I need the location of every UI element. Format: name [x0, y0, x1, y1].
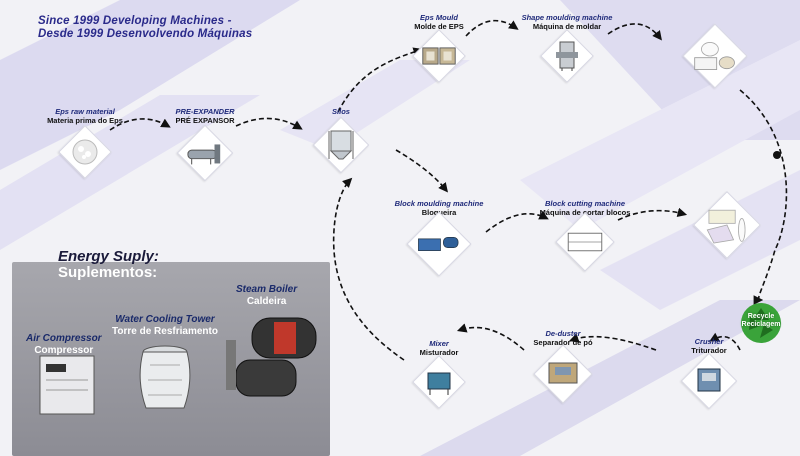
mixer-image — [412, 355, 466, 409]
eps-mould-image — [412, 29, 466, 83]
step-pre-expander: PRE-EXPANDER PRÉ EXPANSOR — [150, 107, 260, 182]
step-block-cutting-machine: Block cutting machine Máquina de cortar … — [530, 199, 640, 272]
flow-arrow — [337, 47, 424, 113]
step-mixer: Mixer Misturador — [384, 339, 494, 409]
step-title-en: De-duster — [545, 329, 581, 338]
silos-image — [312, 116, 370, 173]
bg-stripe — [420, 300, 800, 456]
step-eps-raw-material: Eps raw material Materia prima do Eps — [30, 107, 140, 179]
flow-arrow — [617, 207, 688, 221]
company-tagline: Since 1999 Developing Machines - Desde 1… — [38, 15, 252, 41]
step-title-en: PRE-EXPANDER — [175, 107, 235, 116]
step-title: Silos — [286, 107, 396, 117]
bg-stripe — [600, 170, 800, 310]
recycle-label-pt: Reciclagem — [741, 321, 781, 328]
steam-boiler-image — [226, 317, 317, 397]
pre-expander-image — [176, 124, 234, 182]
step-title-pt: Materia prima do Eps — [47, 115, 123, 125]
steam-boiler-en: Steam Boiler — [236, 284, 298, 295]
energy-supply-title: Energy Suply: Suplementos: — [58, 249, 159, 281]
de-duster-image — [533, 344, 593, 404]
bg-stripe — [0, 0, 300, 170]
step-title-en: Block moulding machine — [394, 199, 484, 208]
flow-arrow — [456, 323, 525, 351]
steam-boiler-pt: Caldeira — [246, 296, 287, 307]
bg-stripe — [280, 60, 470, 150]
flow-arrow — [235, 117, 303, 130]
eps-beads-image — [58, 125, 112, 179]
step-title-en: Silos — [332, 107, 350, 116]
water-cooling-tower-image — [139, 345, 191, 409]
air-compressor-en: Air Compressor — [26, 333, 102, 344]
step-crusher: Crusher Triturador — [654, 337, 764, 410]
water-cooling-pt: Torre de Resfriamento — [112, 326, 218, 337]
moulded-products — [660, 23, 770, 89]
step-title-pt: PRÉ EXPANSOR — [175, 115, 235, 125]
steam-boiler-label: Steam Boiler Caldeira — [236, 284, 297, 308]
flow-arrow — [568, 333, 657, 351]
energy-title-pt: Suplementos: — [58, 264, 158, 281]
step-title-en: Mixer — [429, 339, 449, 348]
step-title-en: Shape moulding machine — [521, 13, 613, 22]
step-title: Block cutting machine Máquina de cortar … — [530, 199, 640, 217]
energy-title-en: Energy Suply: — [58, 248, 159, 265]
step-shape-moulding-machine: Shape moulding machine Máquina de moldar — [512, 13, 622, 83]
step-de-duster: De-duster Separador de pó — [508, 329, 618, 404]
flow-arrow — [395, 149, 448, 193]
step-block-moulding-machine: Block moulding machine Bloqueira — [384, 199, 494, 277]
step-title: Eps Mould Molde de EPS — [384, 13, 494, 31]
tagline-en: Since 1999 Developing Machines - — [38, 15, 232, 27]
flow-junction-dot — [773, 151, 781, 159]
step-title-pt: Molde de EPS — [414, 21, 464, 31]
moulded-products-image — [682, 23, 748, 89]
bg-stripe — [520, 40, 800, 230]
step-title: De-duster Separador de pó — [508, 329, 618, 347]
step-eps-mould: Eps Mould Molde de EPS — [384, 13, 494, 83]
step-title: Eps raw material Materia prima do Eps — [30, 107, 140, 125]
cut-sheets-product — [672, 191, 782, 259]
air-compressor-label: Air Compressor Compressor — [26, 333, 102, 357]
step-title: Mixer Misturador — [384, 339, 494, 357]
shape-moulding-image — [540, 29, 594, 83]
recycle-icon — [741, 303, 781, 343]
step-title: Crusher Triturador — [654, 337, 764, 355]
block-cutting-image — [555, 212, 615, 272]
step-title-en: Eps Mould — [420, 13, 458, 22]
flow-arrow — [465, 19, 519, 37]
step-title-pt: Máquina de cortar blocos — [539, 207, 631, 217]
crusher-image — [680, 352, 738, 410]
step-silos: Silos — [286, 107, 396, 173]
step-title: Shape moulding machine Máquina de moldar — [512, 13, 622, 31]
air-compressor-pt: Compressor — [34, 345, 94, 356]
recycle-label: Recycle Reciclagem — [735, 313, 787, 329]
step-title-en: Crusher — [694, 337, 724, 346]
step-title-pt: Misturador — [419, 347, 459, 357]
step-title-pt: Triturador — [691, 345, 727, 355]
block-moulding-image — [406, 211, 472, 277]
cut-sheets-image — [693, 191, 761, 259]
water-cooling-tower-label: Water Cooling Tower Torre de Resfriament… — [112, 314, 218, 338]
flow-arrow — [332, 177, 405, 361]
air-compressor-image — [39, 355, 95, 415]
step-title-pt: Separador de pó — [533, 337, 593, 347]
step-title-pt: Máquina de moldar — [532, 21, 602, 31]
water-cooling-en: Water Cooling Tower — [115, 314, 215, 325]
flow-arrow — [709, 332, 741, 351]
flow-arrow — [739, 89, 788, 305]
recycle-label-en: Recycle — [747, 313, 775, 320]
step-title: PRE-EXPANDER PRÉ EXPANSOR — [150, 107, 260, 125]
flow-arrow — [485, 210, 549, 233]
step-title-en: Eps raw material — [55, 107, 115, 116]
tagline-pt: Desde 1999 Desenvolvendo Máquinas — [38, 28, 253, 40]
step-title-en: Block cutting machine — [544, 199, 625, 208]
